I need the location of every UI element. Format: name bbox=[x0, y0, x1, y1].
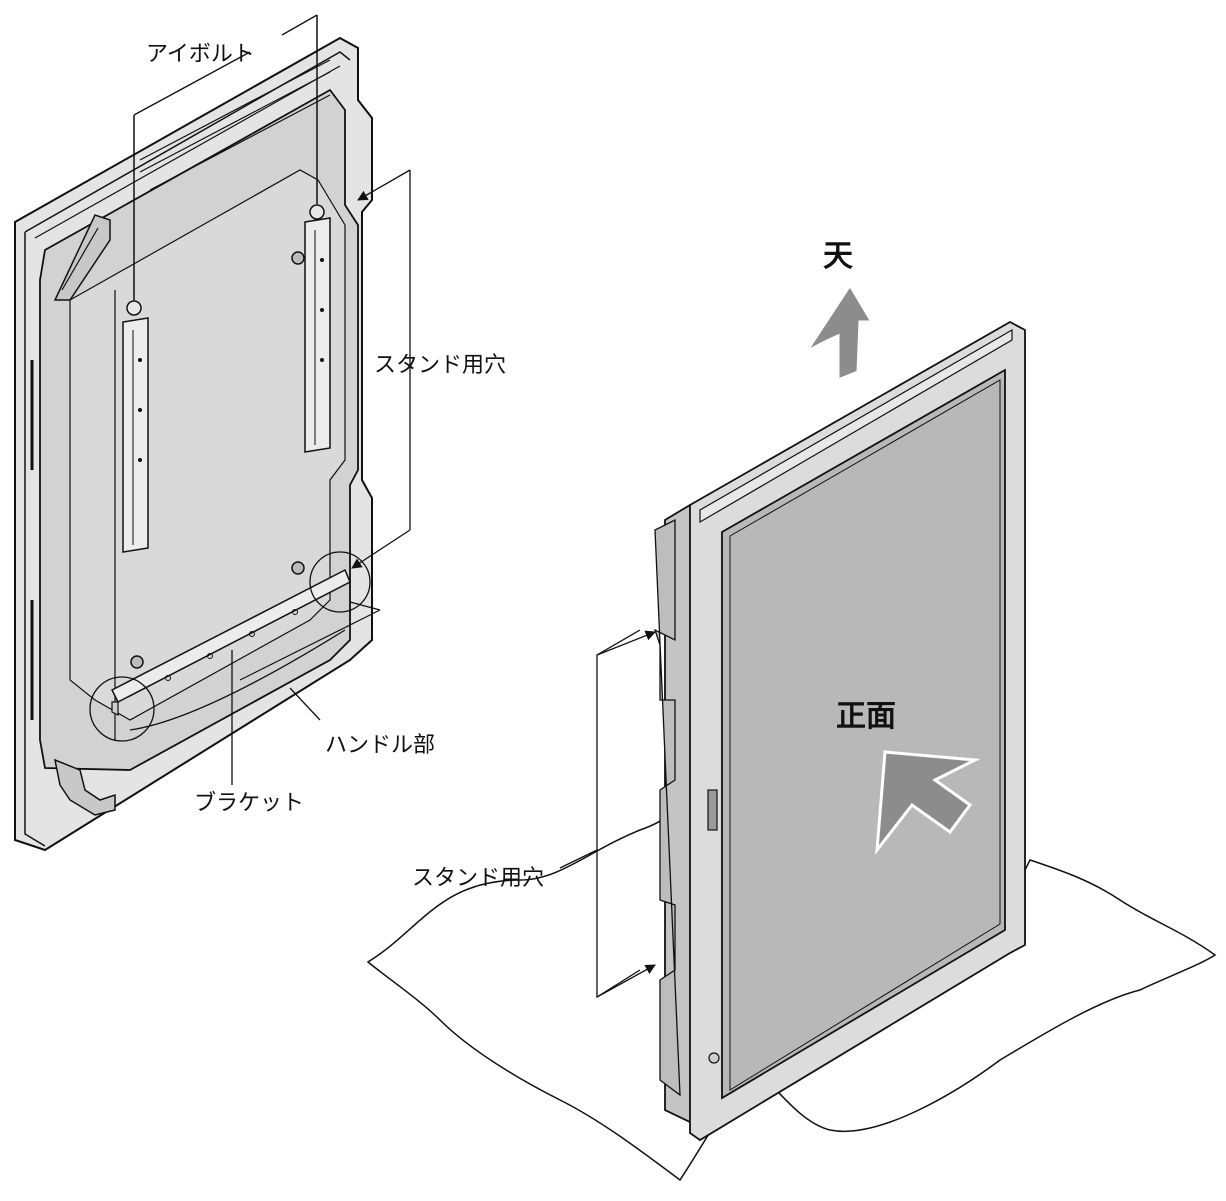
front-label: 正面 bbox=[836, 699, 896, 734]
back-view-panel bbox=[14, 15, 373, 852]
eye-bolt-label: アイボルト bbox=[146, 42, 255, 67]
top-label: 天 bbox=[823, 239, 853, 274]
left-rail bbox=[122, 115, 149, 553]
right-rail bbox=[304, 15, 331, 453]
side-view-callouts bbox=[559, 629, 656, 999]
bracket-label: ブラケット bbox=[194, 791, 305, 816]
handle-label: ハンドル部 bbox=[325, 733, 436, 758]
bracket-bar bbox=[110, 568, 351, 716]
stand-hole-back-label: スタンド用穴 bbox=[374, 353, 507, 378]
front-arrow bbox=[875, 750, 981, 855]
top-arrow bbox=[804, 282, 875, 383]
back-view-callouts bbox=[133, 14, 411, 785]
front-view-display bbox=[653, 320, 1026, 1142]
stand-hole-side-label: スタンド用穴 bbox=[412, 866, 545, 891]
